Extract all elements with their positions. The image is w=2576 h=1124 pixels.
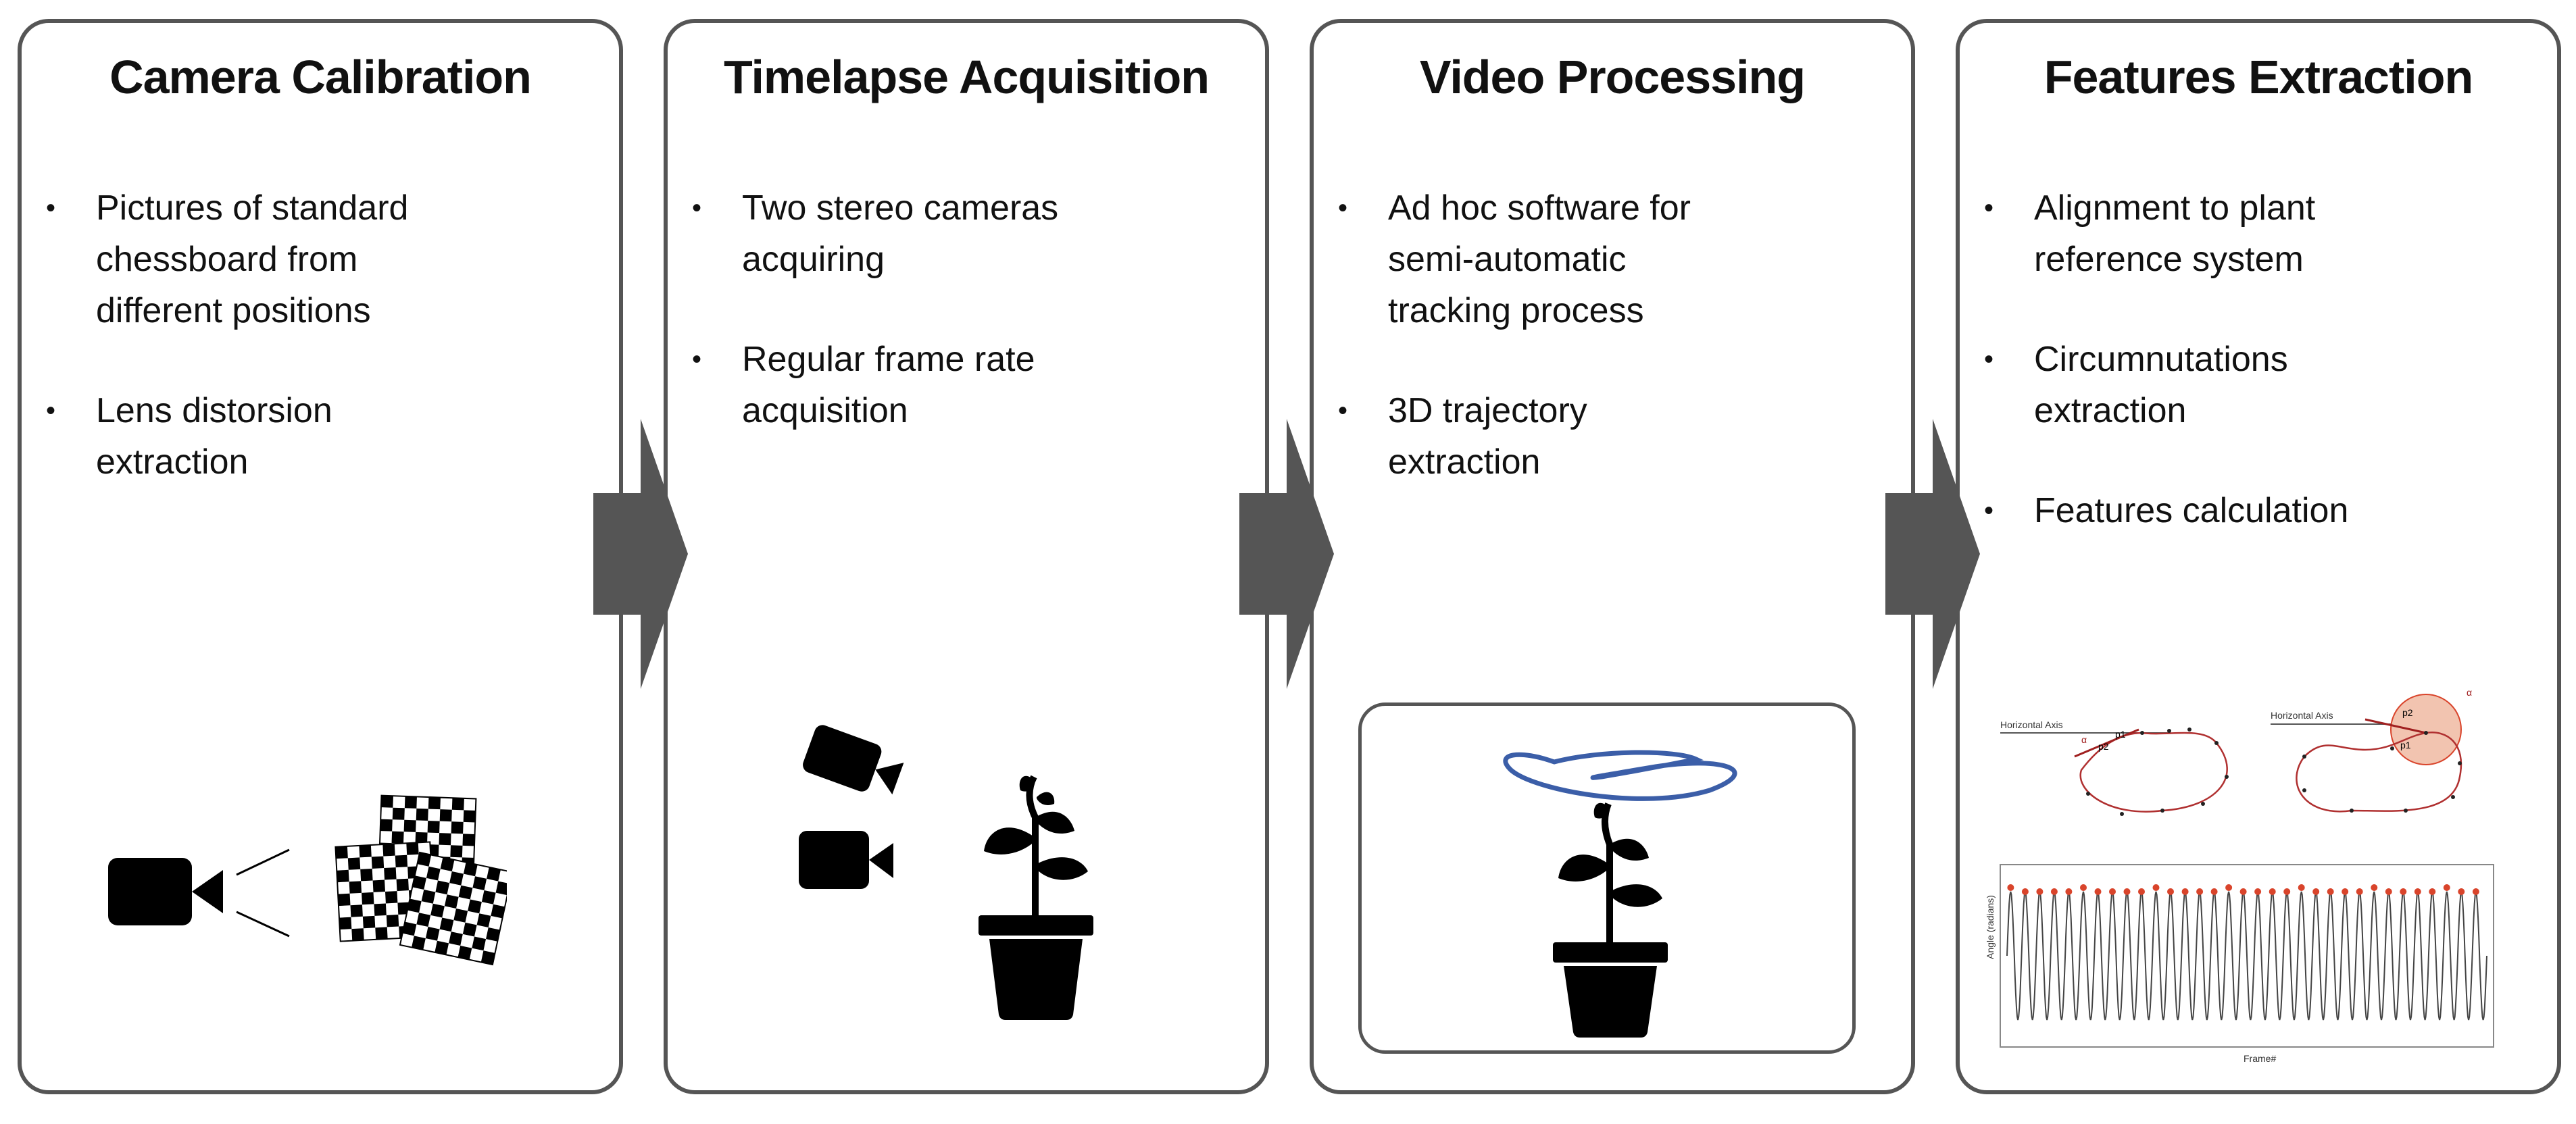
- bullet-item: Circumnutations extraction: [1984, 334, 2548, 436]
- trajectory-illustration: [1503, 750, 1737, 1038]
- svg-text:α: α: [2081, 734, 2087, 745]
- chessboard-icon: [335, 794, 507, 966]
- svg-text:p2: p2: [2402, 707, 2413, 718]
- bullet-item: Features calculation: [1984, 485, 2548, 536]
- mini-chart-icon: Angle (radians) Frame#: [1987, 864, 2494, 1064]
- alignment-plot-left: Horizontal Axis p1 p2 α: [2000, 719, 2229, 816]
- bullet-list: Ad hoc software for semi-automatic track…: [1338, 182, 1902, 536]
- bullet-item: Ad hoc software for semi-automatic track…: [1338, 182, 1902, 336]
- camera-icon: [799, 831, 893, 889]
- camera-icon: [803, 725, 904, 795]
- horizontal-axis-label: Horizontal Axis: [2000, 719, 2063, 730]
- step-title: Timelapse Acquisition: [723, 51, 1210, 103]
- bullet-item: Two stereo cameras acquiring: [692, 182, 1256, 285]
- step-title: Camera Calibration: [109, 51, 532, 103]
- bullet-item: 3D trajectory extraction: [1338, 385, 1902, 488]
- flow-arrow-icon: [593, 419, 688, 689]
- bullet-item: Pictures of standard chessboard from dif…: [46, 182, 610, 336]
- stereo-cameras-illustration: [799, 725, 1093, 1020]
- trajectory-icon: [1503, 750, 1737, 801]
- camera-calibration-illustration: [108, 794, 507, 966]
- plant-pot-icon: [1553, 802, 1668, 1038]
- svg-text:p1: p1: [2400, 740, 2411, 750]
- svg-text:Horizontal Axis: Horizontal Axis: [2271, 710, 2333, 721]
- flow-arrow-icon: [1885, 419, 1980, 689]
- bullet-item: Lens distorsion extraction: [46, 385, 610, 488]
- bullet-item: Alignment to plant reference system: [1984, 182, 2548, 285]
- plant-pot-icon: [979, 775, 1093, 1020]
- bullet-item: Regular frame rate acquisition: [692, 334, 1256, 436]
- step-title: Video Processing: [1419, 51, 1806, 103]
- flow-arrow-icon: [1239, 419, 1334, 689]
- bullet-list: Two stereo cameras acquiring Regular fra…: [692, 182, 1256, 485]
- svg-text:Angle (radians): Angle (radians): [1987, 895, 1996, 959]
- svg-text:α: α: [2467, 687, 2472, 698]
- svg-text:p2: p2: [2098, 741, 2109, 752]
- bullet-list: Pictures of standard chessboard from dif…: [46, 182, 610, 536]
- svg-text:p1: p1: [2115, 729, 2126, 740]
- features-illustration: Horizontal Axis p1 p2 α Horizontal Axis …: [1987, 687, 2494, 1064]
- step-title: Features Extraction: [2044, 51, 2474, 103]
- bullet-list: Alignment to plant reference system Circ…: [1984, 182, 2548, 585]
- svg-text:Frame#: Frame#: [2244, 1053, 2276, 1064]
- camera-icon: [108, 858, 223, 925]
- alignment-plot-right: Horizontal Axis p2 p1 α: [2271, 687, 2472, 813]
